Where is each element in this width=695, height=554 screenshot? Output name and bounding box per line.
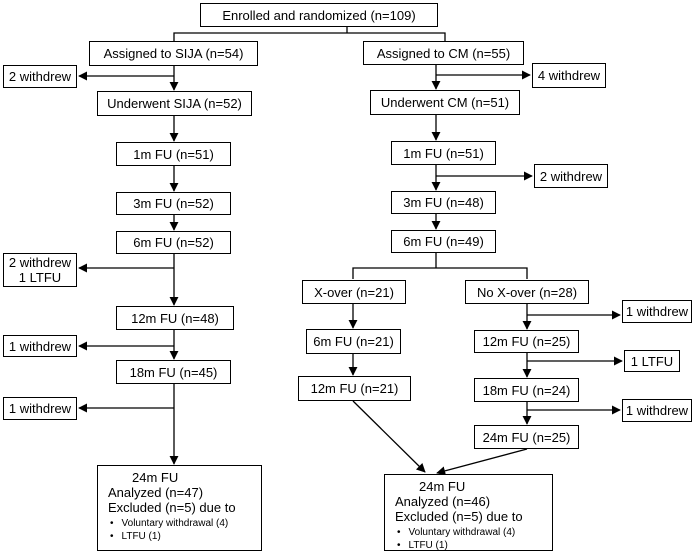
cm-final-box: 24m FU Analyzed (n=46) Excluded (n=5) du… — [384, 474, 553, 551]
no-xover-fu-24m-box: 24m FU (n=25) — [474, 425, 579, 449]
xover-box: X-over (n=21) — [302, 280, 406, 304]
no-xover-fu-12m-box: 12m FU (n=25) — [474, 330, 579, 353]
cm-final-analyzed: Analyzed (n=46) — [395, 494, 491, 509]
cm-fu-3m-box: 3m FU (n=48) — [391, 191, 496, 214]
sija-fu-3m-box: 3m FU (n=52) — [116, 192, 231, 215]
sija-underwent-box: Underwent SIJA (n=52) — [97, 91, 252, 116]
cm-underwent-box: Underwent CM (n=51) — [370, 90, 520, 115]
cm-withdrew-box: 4 withdrew — [532, 63, 606, 88]
sija-final-analyzed: Analyzed (n=47) — [108, 485, 204, 500]
split-enrolled — [173, 27, 446, 41]
sija-fu-6m-box: 6m FU (n=52) — [116, 231, 231, 254]
sija-final-title: 24m FU — [132, 470, 179, 485]
sija-final-reasons: Voluntary withdrawal (4) LTFU (1) — [108, 517, 261, 543]
cm-final-reasons: Voluntary withdrawal (4) LTFU (1) — [395, 526, 552, 552]
cm-final-title: 24m FU — [419, 479, 466, 494]
sija-loss-6m-ltfu: 1 LTFU — [18, 270, 62, 285]
cm-fu-1m-box: 1m FU (n=51) — [391, 141, 496, 165]
list-item: Voluntary withdrawal (4) — [122, 517, 261, 530]
enrolled-box: Enrolled and randomized (n=109) — [200, 3, 438, 27]
sija-loss-6m-withdrew: 2 withdrew — [8, 255, 72, 270]
no-xover-box: No X-over (n=28) — [465, 280, 589, 304]
cm-final-excluded: Excluded (n=5) due to — [395, 509, 523, 524]
list-item: Voluntary withdrawal (4) — [409, 526, 552, 539]
xover-fu-6m-box: 6m FU (n=21) — [306, 329, 401, 354]
list-item: LTFU (1) — [409, 539, 552, 552]
sija-withdrew-18m-box: 1 withdrew — [3, 397, 77, 420]
no-xover-withdrew-b-box: 1 withdrew — [622, 399, 692, 422]
split-cm-6m — [352, 253, 528, 279]
arrow-noxover-24m-final — [436, 448, 528, 476]
no-xover-fu-18m-box: 18m FU (n=24) — [474, 378, 579, 402]
no-xover-ltfu-box: 1 LTFU — [624, 350, 680, 372]
sija-final-box: 24m FU Analyzed (n=47) Excluded (n=5) du… — [97, 465, 262, 551]
sija-fu-18m-box: 18m FU (n=45) — [116, 360, 231, 384]
xover-fu-12m-box: 12m FU (n=21) — [298, 376, 411, 401]
cm-assigned-box: Assigned to CM (n=55) — [363, 41, 524, 65]
list-item: LTFU (1) — [122, 530, 261, 543]
sija-fu-12m-box: 12m FU (n=48) — [116, 306, 234, 330]
cm-withdrew-1m-box: 2 withdrew — [534, 164, 608, 188]
cm-fu-6m-box: 6m FU (n=49) — [391, 230, 496, 253]
sija-assigned-box: Assigned to SIJA (n=54) — [89, 41, 258, 66]
sija-fu-1m-box: 1m FU (n=51) — [116, 142, 231, 166]
sija-loss-6m-box: 2 withdrew 1 LTFU — [3, 253, 77, 287]
arrow-xover-12m-final — [352, 400, 426, 473]
no-xover-withdrew-box: 1 withdrew — [622, 300, 692, 323]
sija-final-excluded: Excluded (n=5) due to — [108, 500, 236, 515]
sija-withdrew-12m-box: 1 withdrew — [3, 335, 77, 357]
sija-withdrew-box: 2 withdrew — [3, 65, 77, 88]
